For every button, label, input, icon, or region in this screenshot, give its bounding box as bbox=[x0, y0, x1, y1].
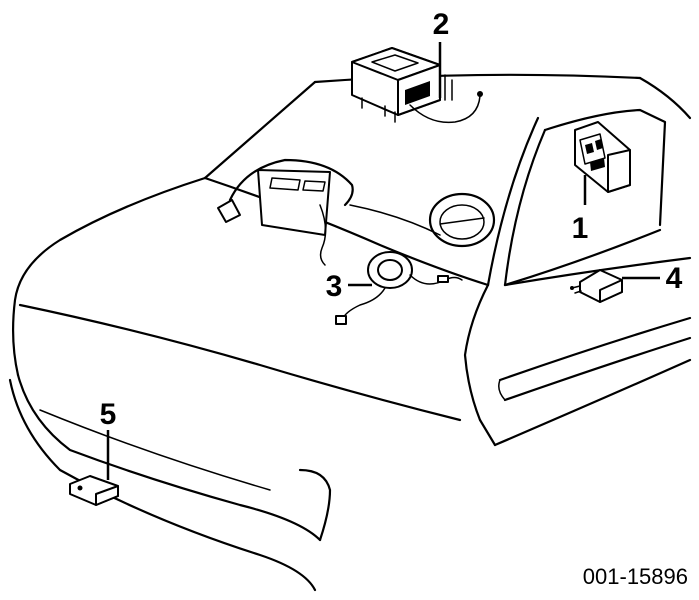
callout-1: 1 bbox=[572, 212, 589, 245]
sensor-5-side bbox=[95, 485, 119, 506]
module-2-inflator-face bbox=[405, 81, 430, 105]
wheel-arch-front bbox=[298, 468, 332, 542]
side-impact-sensor bbox=[570, 269, 623, 303]
module-1-face bbox=[579, 133, 606, 165]
callout-4: 4 bbox=[666, 262, 683, 295]
seat-back-top bbox=[228, 158, 354, 207]
seat-bracket bbox=[217, 199, 241, 223]
a-pillar-right bbox=[486, 116, 540, 287]
module-2-connector bbox=[477, 91, 483, 97]
fender-rear-line bbox=[463, 283, 490, 422]
callout-2: 2 bbox=[433, 8, 450, 41]
module-1-slot-1 bbox=[585, 143, 594, 154]
callout-5: 5 bbox=[100, 398, 117, 431]
seat-wire bbox=[319, 204, 327, 266]
module-1-side bbox=[607, 149, 631, 193]
clockspring-inner bbox=[377, 259, 403, 281]
roof-rear-line bbox=[638, 76, 692, 120]
sensor-5-bolt bbox=[77, 485, 83, 491]
figure-code: 001-15896 bbox=[583, 564, 688, 589]
module-2-bracket bbox=[444, 74, 453, 101]
door-top-line bbox=[503, 256, 692, 287]
body-side-molding-top bbox=[498, 316, 692, 382]
a-pillar-right-inner bbox=[503, 128, 547, 287]
clockspring-connector-lower bbox=[335, 315, 347, 325]
hood-front-crease bbox=[18, 303, 462, 422]
hood-left-edge bbox=[12, 176, 207, 377]
clockspring-connector-upper bbox=[437, 275, 449, 283]
steering-wheel-spoke bbox=[439, 217, 485, 225]
door-beltline bbox=[503, 228, 662, 287]
steering-wheel-inner bbox=[439, 204, 485, 240]
sensor-4-side bbox=[599, 279, 623, 303]
sensor-4-bolt bbox=[570, 286, 574, 290]
headrest-detail-2 bbox=[302, 180, 326, 192]
clockspring-lead-lower bbox=[341, 287, 386, 321]
grille-line bbox=[39, 409, 271, 491]
front-impact-sensor bbox=[69, 475, 119, 506]
headrest-detail-1 bbox=[269, 177, 301, 191]
clockspring-lead-upper bbox=[409, 274, 463, 285]
module-2-harness bbox=[409, 95, 481, 124]
steering-wheel-rim bbox=[428, 192, 496, 248]
a-pillar-left bbox=[203, 80, 317, 180]
cowl-line bbox=[203, 176, 490, 287]
vehicle-interior bbox=[217, 158, 496, 266]
module-2-top-detail bbox=[371, 54, 419, 72]
module-2-mount-tabs bbox=[361, 97, 396, 123]
module-1-slot-3 bbox=[590, 158, 605, 171]
fender-bottom bbox=[478, 418, 497, 447]
molding-end bbox=[498, 379, 506, 401]
dash-line bbox=[349, 204, 441, 236]
front-fascia-top bbox=[16, 373, 322, 542]
callout-3: 3 bbox=[326, 270, 343, 303]
passenger-side-module bbox=[574, 121, 631, 193]
body-side-molding-bottom bbox=[503, 336, 692, 402]
clockspring-coil bbox=[335, 251, 463, 325]
door-bottom-line bbox=[493, 358, 692, 447]
front-bumper bbox=[8, 378, 317, 592]
callout-labels: 2 1 3 4 5 bbox=[100, 8, 683, 431]
instrument-panel-module bbox=[351, 47, 483, 124]
vehicle-body bbox=[8, 73, 692, 592]
door-window-frame bbox=[543, 108, 667, 227]
leader-lines bbox=[106, 42, 660, 480]
module-1-slot-2 bbox=[595, 139, 603, 150]
